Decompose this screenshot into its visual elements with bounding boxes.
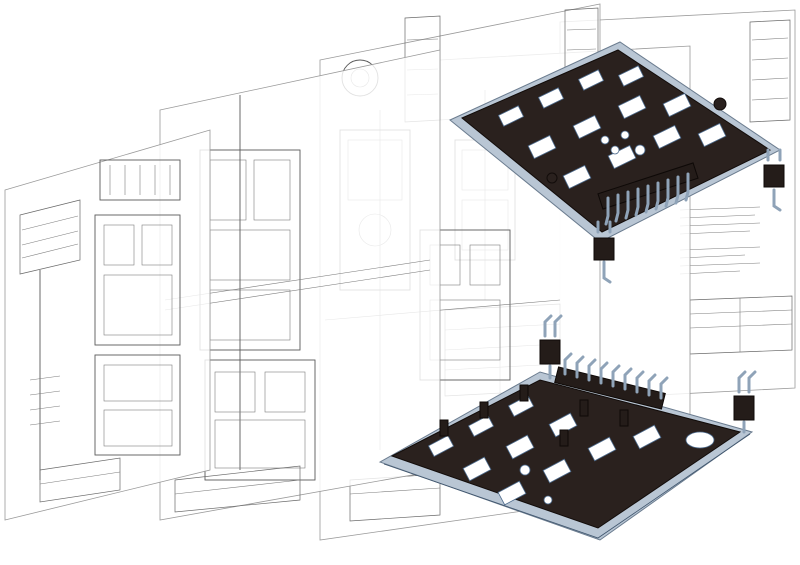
upper-carrier-body: [461, 49, 772, 233]
lower-bosses: [439, 384, 629, 447]
notes-block: [679, 206, 761, 275]
upper-carrier-assembly: [449, 41, 785, 284]
drawing-sheet-1: [4, 129, 211, 521]
lower-carrier-body: [390, 379, 742, 529]
upper-right-connector: [763, 164, 785, 188]
upper-slots: [497, 65, 727, 190]
lower-right-connector: [733, 395, 755, 421]
lower-carrier-assembly: [378, 314, 757, 541]
upper-contact-pins: [604, 172, 690, 226]
lower-slots: [427, 394, 715, 506]
upper-left-connector: [593, 237, 615, 261]
lower-contact-pins: [563, 352, 669, 400]
lower-left-connector: [539, 339, 561, 365]
